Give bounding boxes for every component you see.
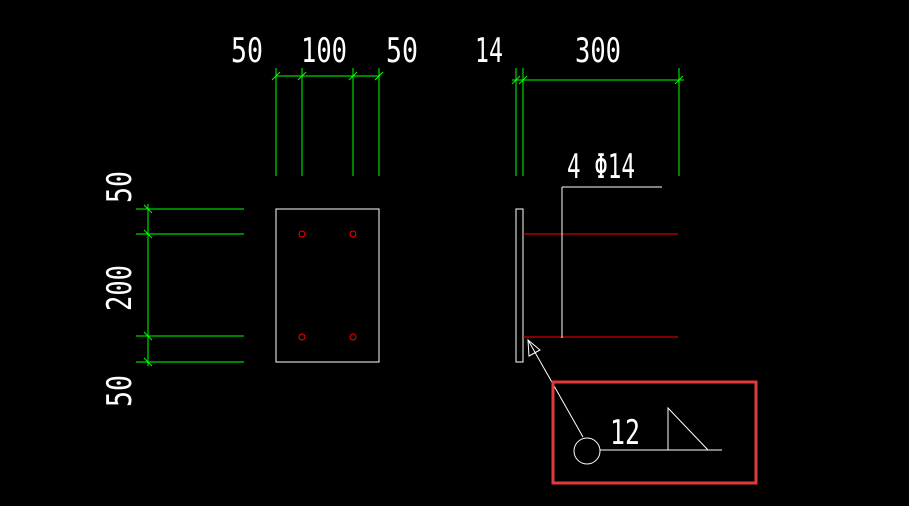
anchor-hole (298, 230, 306, 238)
dimension-tick (143, 331, 153, 341)
dimension-tick (143, 204, 153, 214)
weld-all-around-circle (573, 437, 601, 465)
fillet-weld-triangle (667, 406, 709, 451)
weld-arrow-leader (527, 339, 584, 438)
plate-section-outline (515, 208, 524, 363)
dim-label-100: 100 (301, 31, 347, 71)
dimension-tick (374, 71, 384, 81)
top-right-dimension-group (511, 68, 684, 176)
dimension-tick (511, 75, 521, 85)
dim-label-50-top: 50 (100, 171, 140, 203)
dimension-tick (674, 75, 684, 85)
plate-plan-outline (275, 208, 380, 363)
left-dimension-group (136, 204, 244, 367)
dimension-tick (271, 71, 281, 81)
anchor-hole (349, 230, 357, 238)
dimension-tick (348, 71, 358, 81)
anchor-hole (298, 333, 306, 341)
rebar-leader (561, 186, 662, 338)
dim-label-50-bottom: 50 (100, 375, 140, 407)
weld-arrow-head (527, 338, 541, 357)
dim-label-50-left: 50 (231, 31, 263, 71)
anchor-hole (349, 333, 357, 341)
dim-label-50-right: 50 (386, 31, 418, 71)
dim-label-14: 14 (475, 31, 503, 71)
dimension-tick (518, 75, 528, 85)
dim-label-300: 300 (575, 31, 621, 71)
weld-size-label: 12 (610, 413, 640, 453)
rebar-spec-label: 4 Φ14 (567, 147, 635, 187)
weld-symbol (527, 338, 722, 465)
dim-label-200: 200 (100, 265, 140, 311)
dimension-tick (143, 357, 153, 367)
dimension-tick (143, 229, 153, 239)
anchor-holes (298, 230, 357, 341)
weld-highlight-box (551, 380, 758, 485)
top-left-dimension-group (271, 68, 384, 176)
dimension-tick (297, 71, 307, 81)
anchor-bars-section (523, 233, 678, 338)
